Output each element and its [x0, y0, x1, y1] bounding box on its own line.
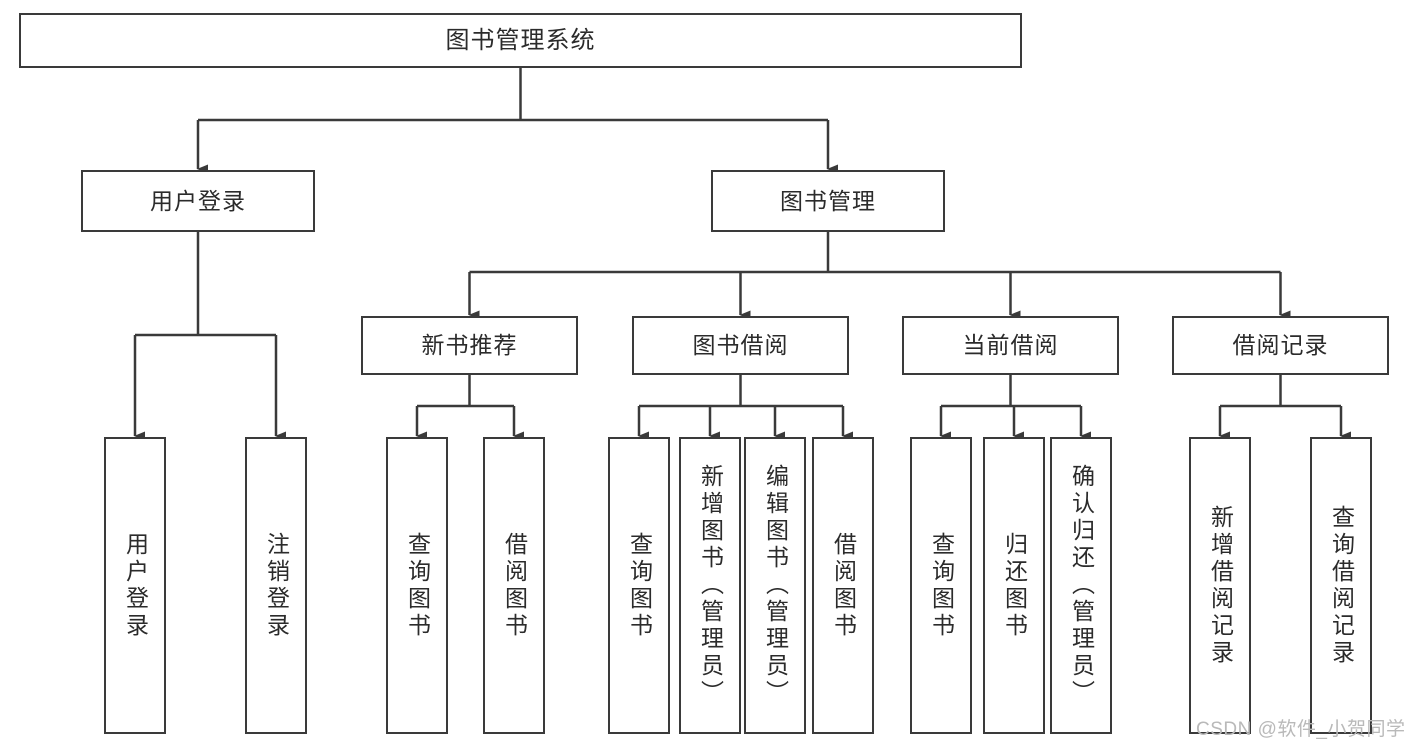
node-label-bookmgmt: 图书管理: [780, 187, 876, 214]
node-label-leaf-edit-book: 编辑图书（管理员）: [762, 464, 789, 707]
node-label-records: 借阅记录: [1232, 332, 1329, 359]
watermark-text: CSDN @软件_小贺同学: [1196, 719, 1405, 740]
node-label-leaf-add-book: 新增图书（管理员）: [697, 464, 724, 707]
node-root[interactable]: 图书管理系统: [19, 13, 1022, 68]
node-label-leaf-add-record: 新增借阅记录: [1207, 504, 1234, 667]
node-leaf-query-book-3[interactable]: 查询图书: [910, 437, 972, 734]
node-leaf-borrow-book-2[interactable]: 借阅图书: [812, 437, 874, 734]
node-bookmgmt[interactable]: 图书管理: [711, 170, 945, 232]
node-label-root: 图书管理系统: [445, 26, 596, 54]
node-leaf-add-book[interactable]: 新增图书（管理员）: [679, 437, 741, 734]
node-records[interactable]: 借阅记录: [1172, 316, 1389, 375]
node-leaf-query-book-1[interactable]: 查询图书: [386, 437, 448, 734]
node-leaf-return-book[interactable]: 归还图书: [983, 437, 1045, 734]
node-leaf-query-record[interactable]: 查询借阅记录: [1310, 437, 1372, 734]
node-label-leaf-confirm-return: 确认归还（管理员）: [1068, 464, 1095, 707]
node-current[interactable]: 当前借阅: [902, 316, 1119, 375]
node-label-login: 用户登录: [150, 187, 246, 214]
node-leaf-logout[interactable]: 注销登录: [245, 437, 307, 734]
node-label-newbook: 新书推荐: [421, 332, 518, 359]
node-label-borrow: 图书借阅: [692, 332, 789, 359]
node-label-leaf-return-book: 归还图书: [1001, 531, 1028, 640]
node-label-leaf-query-book-2: 查询图书: [626, 531, 653, 640]
node-label-leaf-query-record: 查询借阅记录: [1328, 504, 1355, 667]
node-label-leaf-borrow-book-1: 借阅图书: [501, 531, 528, 640]
node-label-leaf-logout: 注销登录: [263, 531, 290, 640]
node-borrow[interactable]: 图书借阅: [632, 316, 849, 375]
node-label-leaf-query-book-1: 查询图书: [404, 531, 431, 640]
node-leaf-confirm-return[interactable]: 确认归还（管理员）: [1050, 437, 1112, 734]
node-newbook[interactable]: 新书推荐: [361, 316, 578, 375]
node-leaf-query-book-2[interactable]: 查询图书: [608, 437, 670, 734]
node-leaf-edit-book[interactable]: 编辑图书（管理员）: [744, 437, 806, 734]
node-label-current: 当前借阅: [962, 332, 1059, 359]
node-login[interactable]: 用户登录: [81, 170, 315, 232]
edge-group: [133, 68, 1351, 441]
node-label-leaf-borrow-book-2: 借阅图书: [830, 531, 857, 640]
node-leaf-user-login[interactable]: 用户登录: [104, 437, 166, 734]
node-label-leaf-user-login: 用户登录: [122, 531, 149, 640]
node-label-leaf-query-book-3: 查询图书: [928, 531, 955, 640]
node-leaf-borrow-book-1[interactable]: 借阅图书: [483, 437, 545, 734]
node-leaf-add-record[interactable]: 新增借阅记录: [1189, 437, 1251, 734]
